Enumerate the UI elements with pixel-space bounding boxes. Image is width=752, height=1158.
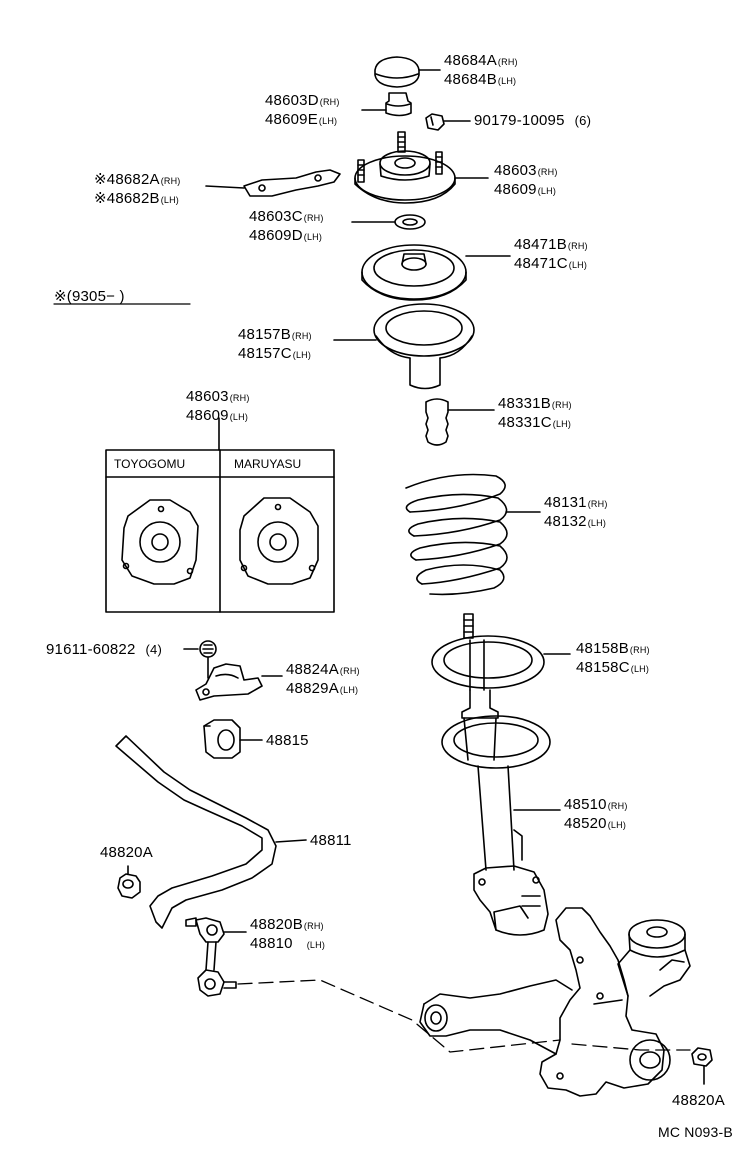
label-stabilizer-link: 48820B(RH) 48810(LH) [250, 916, 326, 952]
label-stabilizer-bracket: 48824A(RH) 48829A(LH) [286, 661, 360, 697]
label-upper-spring-seat: 48471B(RH) 48471C(LH) [514, 236, 588, 272]
label-strut-support: 48603(RH) 48609(LH) [494, 162, 558, 198]
label-bump-stopper: 48603D(RH) 48609E(LH) [265, 92, 340, 128]
insulator-boot-icon [333, 303, 475, 390]
upper-spring-seat-icon [361, 244, 511, 301]
steering-knuckle-lower-arm-icon [419, 907, 691, 1097]
label-lock-nut: 48820A [672, 1092, 725, 1109]
stabilizer-bracket-icon [195, 663, 283, 701]
strut-shock-absorber-icon [441, 689, 561, 936]
bolt-icon [183, 640, 217, 679]
label-cushion: 48820A [100, 844, 153, 861]
label-nut: 90179-10095(6) [474, 112, 592, 129]
mount-column-maruyasu: MARUYASU [234, 457, 302, 471]
cushion-icon [117, 865, 141, 899]
dashed-connection-lines [237, 979, 691, 1053]
label-stabilizer-bar: 48811 [310, 832, 352, 849]
nut-icon [425, 113, 471, 131]
mount-box-label: 48603(RH) 48609(LH) [186, 388, 250, 424]
label-washer: 48603C(RH) 48609D(LH) [249, 208, 324, 244]
label-lower-spring-seat: 48158B(RH) 48158C(LH) [576, 640, 650, 676]
stabilizer-bar-icon [115, 735, 307, 929]
bump-stopper-icon [361, 92, 412, 117]
mount-column-toyogomu: TOYOGOMU [114, 457, 186, 471]
washer-icon [351, 214, 426, 230]
stabilizer-bushing-icon [203, 719, 263, 759]
lower-spring-seat-icon [431, 613, 571, 691]
lock-nut-icon [691, 1047, 713, 1085]
strut-support-icon [354, 131, 489, 204]
label-strut-absorber: 48510(RH) 48520(LH) [564, 796, 628, 832]
label-coil-spring: 48131(RH) 48132(LH) [544, 494, 608, 530]
strut-cap-icon [374, 56, 441, 88]
support-plate-icon [205, 169, 341, 197]
stabilizer-link-icon [185, 917, 247, 997]
coil-spring-icon [405, 473, 541, 596]
label-bound-bumper: 48331B(RH) 48331C(LH) [498, 395, 572, 431]
label-support-plate: ※48682A(RH) ※48682B(LH) [94, 171, 181, 207]
diagram-code: MC N093-B [658, 1124, 733, 1140]
period-note: ※(9305− ) [54, 288, 125, 305]
label-bolt: 91611-60822(4) [46, 641, 163, 658]
label-strut-cap: 48684A(RH) 48684B(LH) [444, 52, 518, 88]
mount-variant-box [105, 417, 335, 613]
bound-bumper-icon [425, 398, 495, 446]
label-insulator: 48157B(RH) 48157C(LH) [238, 326, 312, 362]
label-stabilizer-bushing: 48815 [266, 732, 309, 749]
